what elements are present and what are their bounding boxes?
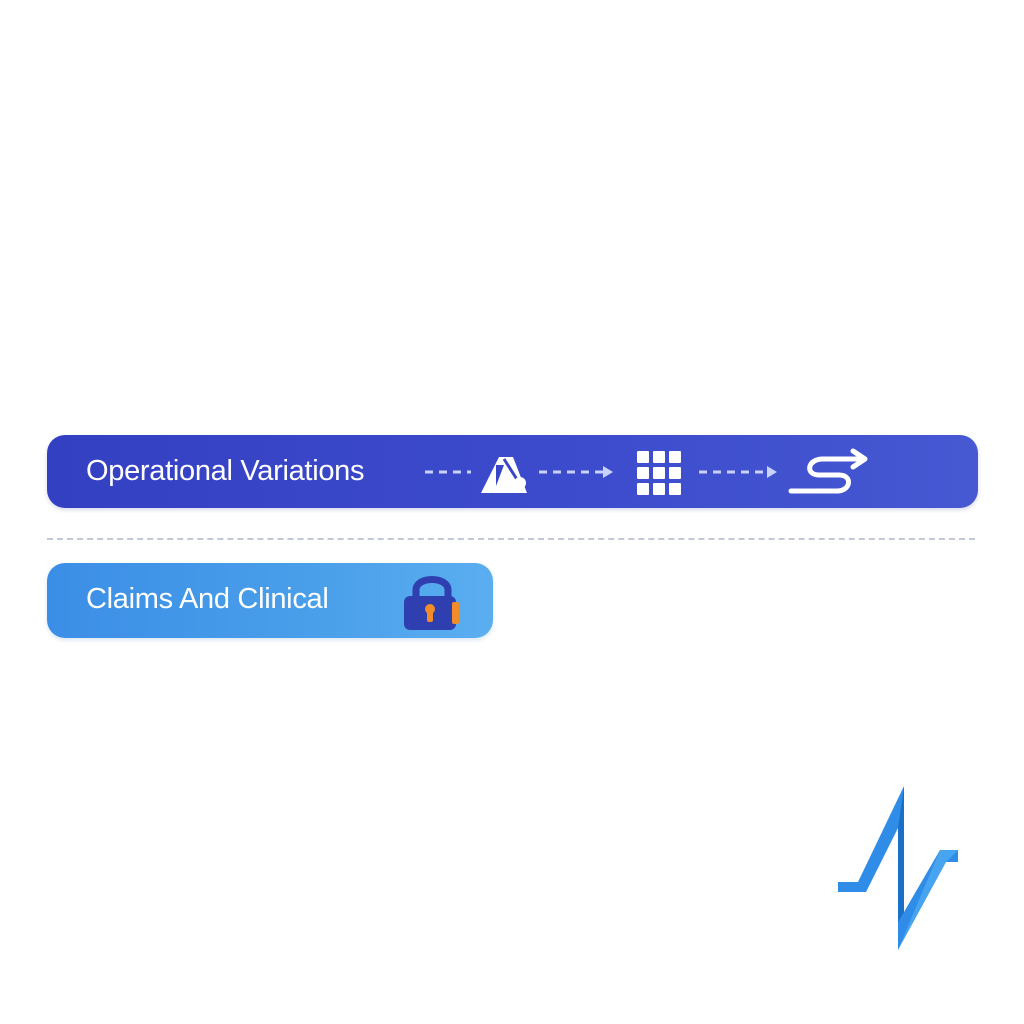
lock-icon — [404, 576, 459, 630]
section-divider — [47, 538, 975, 540]
grid-icon — [637, 451, 681, 495]
step-label: Claims And Clinical — [86, 583, 329, 615]
arrowhead — [603, 466, 613, 478]
step-bar-operational-variations: Operational Variations — [47, 435, 978, 508]
metronome-icon — [481, 457, 527, 493]
flow-connectors — [425, 448, 868, 495]
route-arrow-icon — [788, 448, 868, 494]
step-label: Operational Variations — [86, 455, 365, 487]
arrowhead — [767, 466, 777, 478]
pulse-logo-icon — [838, 786, 958, 950]
